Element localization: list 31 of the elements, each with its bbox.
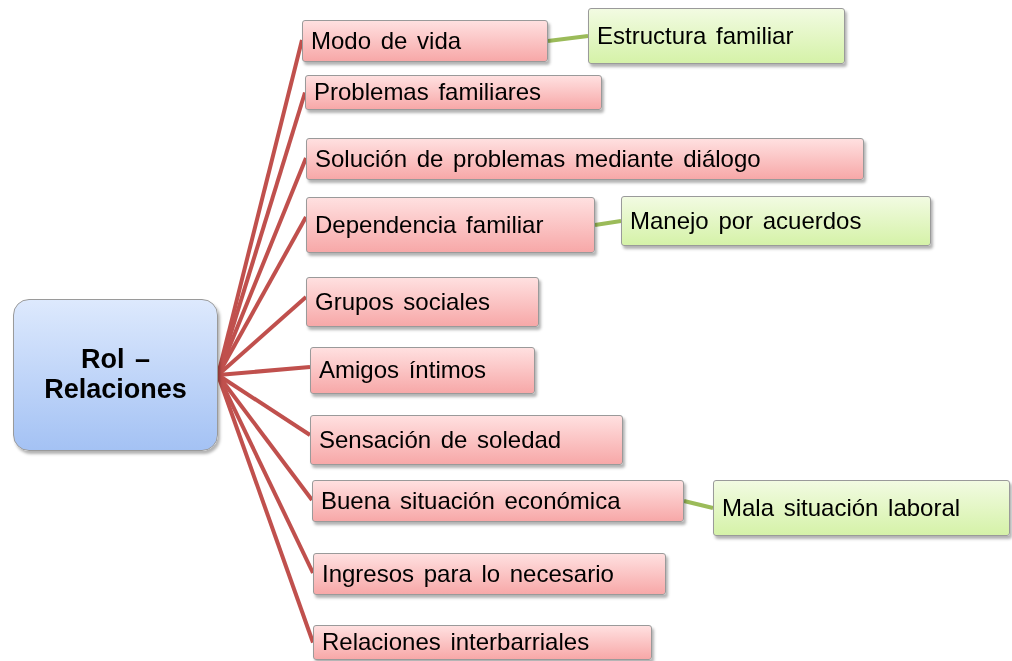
- topic-box: [13, 299, 218, 451]
- node-label: Sensación de soledad: [319, 426, 562, 454]
- branch-box: [313, 625, 652, 660]
- branch-box: [313, 553, 666, 595]
- connector-line: [547, 34, 589, 43]
- node-label: Amigos íntimos: [319, 357, 487, 384]
- node-label: Problemas familiares: [314, 79, 542, 106]
- branch-box: [306, 277, 539, 327]
- node-label: Estructura familiar: [597, 22, 794, 50]
- node-label: Dependencia familiar: [315, 211, 544, 239]
- branch-box: [306, 138, 864, 180]
- branch-box: [588, 8, 845, 64]
- node-label: Rol – Relaciones: [43, 345, 188, 405]
- branch-box: [302, 20, 548, 62]
- branch-box: [621, 196, 931, 246]
- node-label: Ingresos para lo necesario: [322, 560, 614, 588]
- branch-box: [305, 75, 602, 110]
- node-label: Manejo por acuerdos: [630, 207, 862, 235]
- branch-box: [312, 480, 684, 522]
- node-label: Grupos sociales: [315, 288, 491, 316]
- branch-box: [713, 480, 1010, 536]
- connector-line: [683, 499, 714, 510]
- node-label: Modo de vida: [311, 27, 462, 55]
- branch-box: [310, 415, 623, 465]
- branch-box: [306, 197, 595, 253]
- connector-line: [594, 219, 622, 227]
- node-label: Relaciones interbarriales: [322, 629, 590, 656]
- branch-box: [310, 347, 535, 394]
- node-label: Solución de problemas mediante diálogo: [315, 145, 761, 173]
- node-label: Buena situación económica: [321, 487, 621, 515]
- node-label: Mala situación laboral: [722, 494, 961, 522]
